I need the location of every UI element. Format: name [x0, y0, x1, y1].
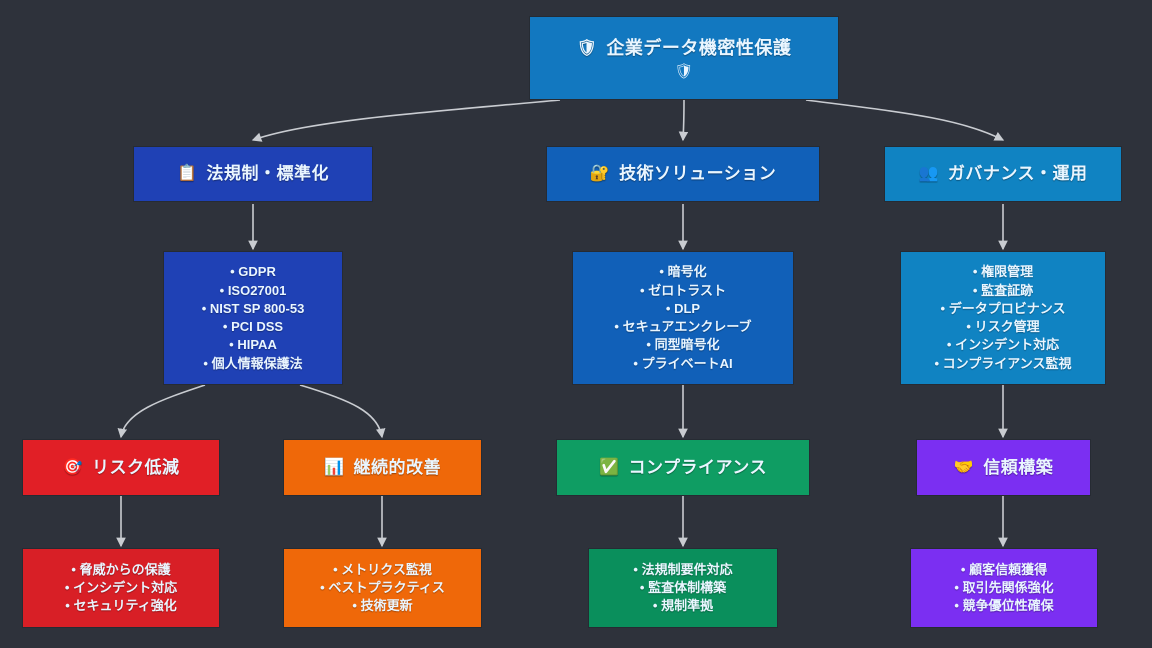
list-item: 監査証跡 [973, 283, 1033, 299]
node-outcome-trust-title: 🤝 信頼構築 [954, 457, 1053, 478]
edge-root-to-governance [805, 99, 1005, 141]
list-item: 取引先関係強化 [954, 580, 1054, 596]
list-item: ISO27001 [220, 283, 287, 299]
shield-icon: 🛡 [576, 39, 598, 57]
node-details-trust[interactable]: 顧客信頼獲得 取引先関係強化 競争優位性確保 [910, 548, 1098, 628]
bar-chart-icon: 📊 [324, 458, 345, 476]
list-item: NIST SP 800-53 [202, 301, 304, 317]
handshake-icon: 🤝 [953, 458, 975, 476]
node-branch-technology-label: 技術ソリューション [619, 164, 777, 184]
list-item: 暗号化 [659, 264, 707, 280]
list-item: 規制準拠 [653, 598, 713, 614]
list-item: 監査体制構築 [640, 580, 726, 596]
people-icon: 👥 [918, 165, 939, 182]
list-item: データプロビナンス [941, 301, 1066, 317]
list-item: PCI DSS [223, 319, 283, 335]
dart-icon: 🎯 [62, 458, 83, 476]
node-list-governance[interactable]: 権限管理 監査証跡 データプロビナンス リスク管理 インシデント対応 コンプライ… [900, 251, 1106, 385]
node-branch-governance[interactable]: 👥 ガバナンス・運用 [884, 146, 1122, 202]
node-outcome-trust[interactable]: 🤝 信頼構築 [916, 439, 1091, 496]
node-outcome-compliance[interactable]: ✅ コンプライアンス [556, 439, 810, 496]
shield-icon-secondary: 🛡 [674, 62, 694, 80]
list-item: セキュアエンクレーブ [614, 319, 752, 335]
node-outcome-risk-title: 🎯 リスク低減 [63, 457, 180, 478]
list-item: 個人情報保護法 [203, 356, 303, 372]
list-item: DLP [666, 301, 700, 317]
node-list-regulation[interactable]: GDPR ISO27001 NIST SP 800-53 PCI DSS HIP… [163, 251, 343, 385]
edge-list-to-improvement [299, 384, 386, 439]
node-branch-governance-title: 👥 ガバナンス・運用 [918, 163, 1087, 184]
list-item: HIPAA [229, 337, 276, 353]
node-branch-regulation[interactable]: 📋 法規制・標準化 [133, 146, 373, 202]
check-box-icon: ✅ [599, 458, 620, 476]
clipboard-icon: 📋 [177, 165, 198, 182]
node-root-label: 企業データ機密性保護 [606, 38, 792, 59]
node-list-technology[interactable]: 暗号化 ゼロトラスト DLP セキュアエンクレーブ 同型暗号化 プライベートAI [572, 251, 794, 385]
node-details-improvement[interactable]: メトリクス監視 ベストプラクティス 技術更新 [283, 548, 482, 628]
list-item: 競争優位性確保 [954, 598, 1054, 614]
list-item: 法規制要件対応 [633, 562, 733, 578]
edge-root-to-technology [678, 99, 689, 142]
list-item: インシデント対応 [947, 337, 1059, 353]
node-outcome-risk-label: リスク低減 [91, 457, 180, 477]
node-branch-governance-label: ガバナンス・運用 [947, 164, 1088, 184]
list-item: GDPR [230, 264, 276, 280]
edge-root-to-regulation [251, 99, 561, 142]
node-branch-technology-title: 🔐 技術ソリューション [590, 163, 777, 184]
node-branch-regulation-label: 法規制・標準化 [206, 164, 329, 184]
list-item: 権限管理 [973, 264, 1033, 280]
list-item: リスク管理 [966, 319, 1040, 335]
node-outcome-improvement[interactable]: 📊 継続的改善 [283, 439, 482, 496]
lock-icon: 🔐 [589, 165, 611, 182]
list-item: ベストプラクティス [320, 580, 444, 596]
node-branch-technology[interactable]: 🔐 技術ソリューション [546, 146, 820, 202]
node-outcome-compliance-title: ✅ コンプライアンス [599, 457, 767, 478]
list-item: メトリクス監視 [333, 562, 432, 578]
edge-list-to-risk [117, 384, 206, 439]
list-item: プライベートAI [633, 356, 733, 372]
list-item: コンプライアンス監視 [934, 356, 1072, 372]
node-branch-regulation-title: 📋 法規制・標準化 [177, 163, 329, 184]
node-details-risk[interactable]: 脅威からの保護 インシデント対応 セキュリティ強化 [22, 548, 220, 628]
list-item: インシデント対応 [65, 580, 177, 596]
list-item: 技術更新 [352, 598, 413, 614]
node-outcome-improvement-label: 継続的改善 [353, 457, 441, 477]
list-item: ゼロトラスト [640, 283, 726, 299]
node-root-title: 🛡 企業データ機密性保護 [577, 37, 792, 60]
node-details-compliance[interactable]: 法規制要件対応 監査体制構築 規制準拠 [588, 548, 778, 628]
node-root[interactable]: 🛡 企業データ機密性保護 🛡 [529, 16, 839, 100]
list-item: セキュリティ強化 [65, 598, 176, 614]
list-item: 顧客信頼獲得 [961, 562, 1047, 578]
list-item: 脅威からの保護 [71, 562, 171, 578]
list-item: 同型暗号化 [646, 337, 720, 353]
node-outcome-trust-label: 信頼構築 [983, 457, 1054, 477]
node-outcome-risk[interactable]: 🎯 リスク低減 [22, 439, 220, 496]
node-outcome-compliance-label: コンプライアンス [628, 457, 767, 477]
node-outcome-improvement-title: 📊 継続的改善 [324, 457, 441, 478]
